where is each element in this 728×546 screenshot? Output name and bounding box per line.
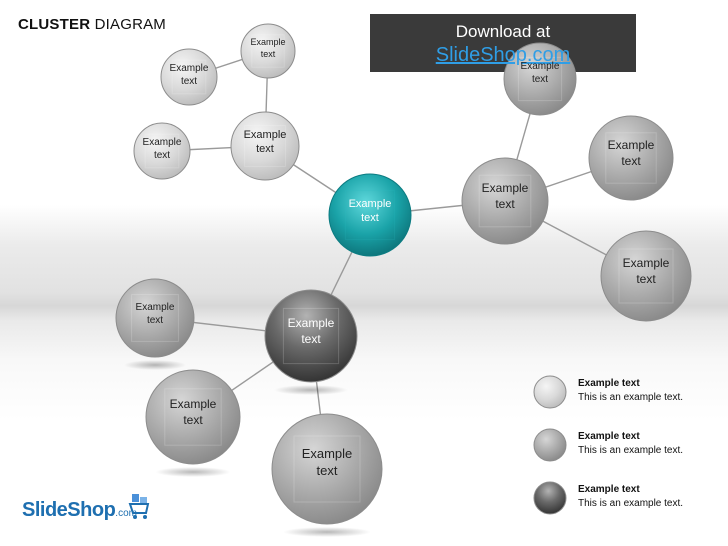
page-title: CLUSTER DIAGRAM: [18, 16, 167, 33]
node-shadow: [123, 360, 187, 370]
legend-description: This is an example text.: [578, 498, 684, 509]
legend-title: Example text: [578, 431, 640, 442]
node-texture: [164, 388, 222, 446]
legend-title: Example text: [578, 378, 640, 389]
node-right-hub: [461, 157, 549, 245]
node-shadow: [274, 385, 348, 395]
node-texture: [478, 174, 532, 228]
node-texture: [282, 307, 340, 365]
node-bottom-mid-left: [145, 369, 241, 465]
legend-swatch-light: [533, 375, 567, 409]
cart-icon: [128, 494, 150, 519]
legend-description: This is an example text.: [578, 445, 684, 456]
node-texture: [293, 435, 361, 503]
node-texture: [344, 189, 396, 241]
download-banner-text: Download at: [455, 22, 551, 41]
node-texture: [517, 56, 563, 102]
node-texture: [251, 34, 285, 68]
node-right-mid: [588, 115, 674, 201]
legend-description: This is an example text.: [578, 392, 684, 403]
node-bottom-center: [271, 413, 383, 525]
node-texture: [618, 248, 674, 304]
node-center: [328, 173, 412, 257]
download-banner: [370, 14, 636, 72]
node-shadow: [155, 467, 231, 477]
legend-swatch-dark: [533, 481, 567, 515]
node-bottom-left: [115, 278, 195, 358]
node-top-left-top: [240, 23, 296, 79]
node-texture: [605, 132, 657, 184]
node-top-left-hub: [230, 111, 300, 181]
node-right-top: [503, 42, 577, 116]
node-texture: [244, 125, 286, 167]
node-right-low: [600, 230, 692, 322]
node-texture: [171, 59, 207, 95]
download-link[interactable]: SlideShop.com: [435, 44, 571, 66]
node-shadow: [283, 527, 371, 537]
legend-swatch-medium: [533, 428, 567, 462]
node-texture: [144, 133, 180, 169]
node-texture: [131, 294, 179, 342]
slideshop-logo: SlideShop.com: [22, 499, 137, 521]
legend-title: Example text: [578, 484, 640, 495]
node-top-left-mid: [160, 48, 218, 106]
node-top-left-far: [133, 122, 191, 180]
node-bottom-hub: [264, 289, 358, 383]
